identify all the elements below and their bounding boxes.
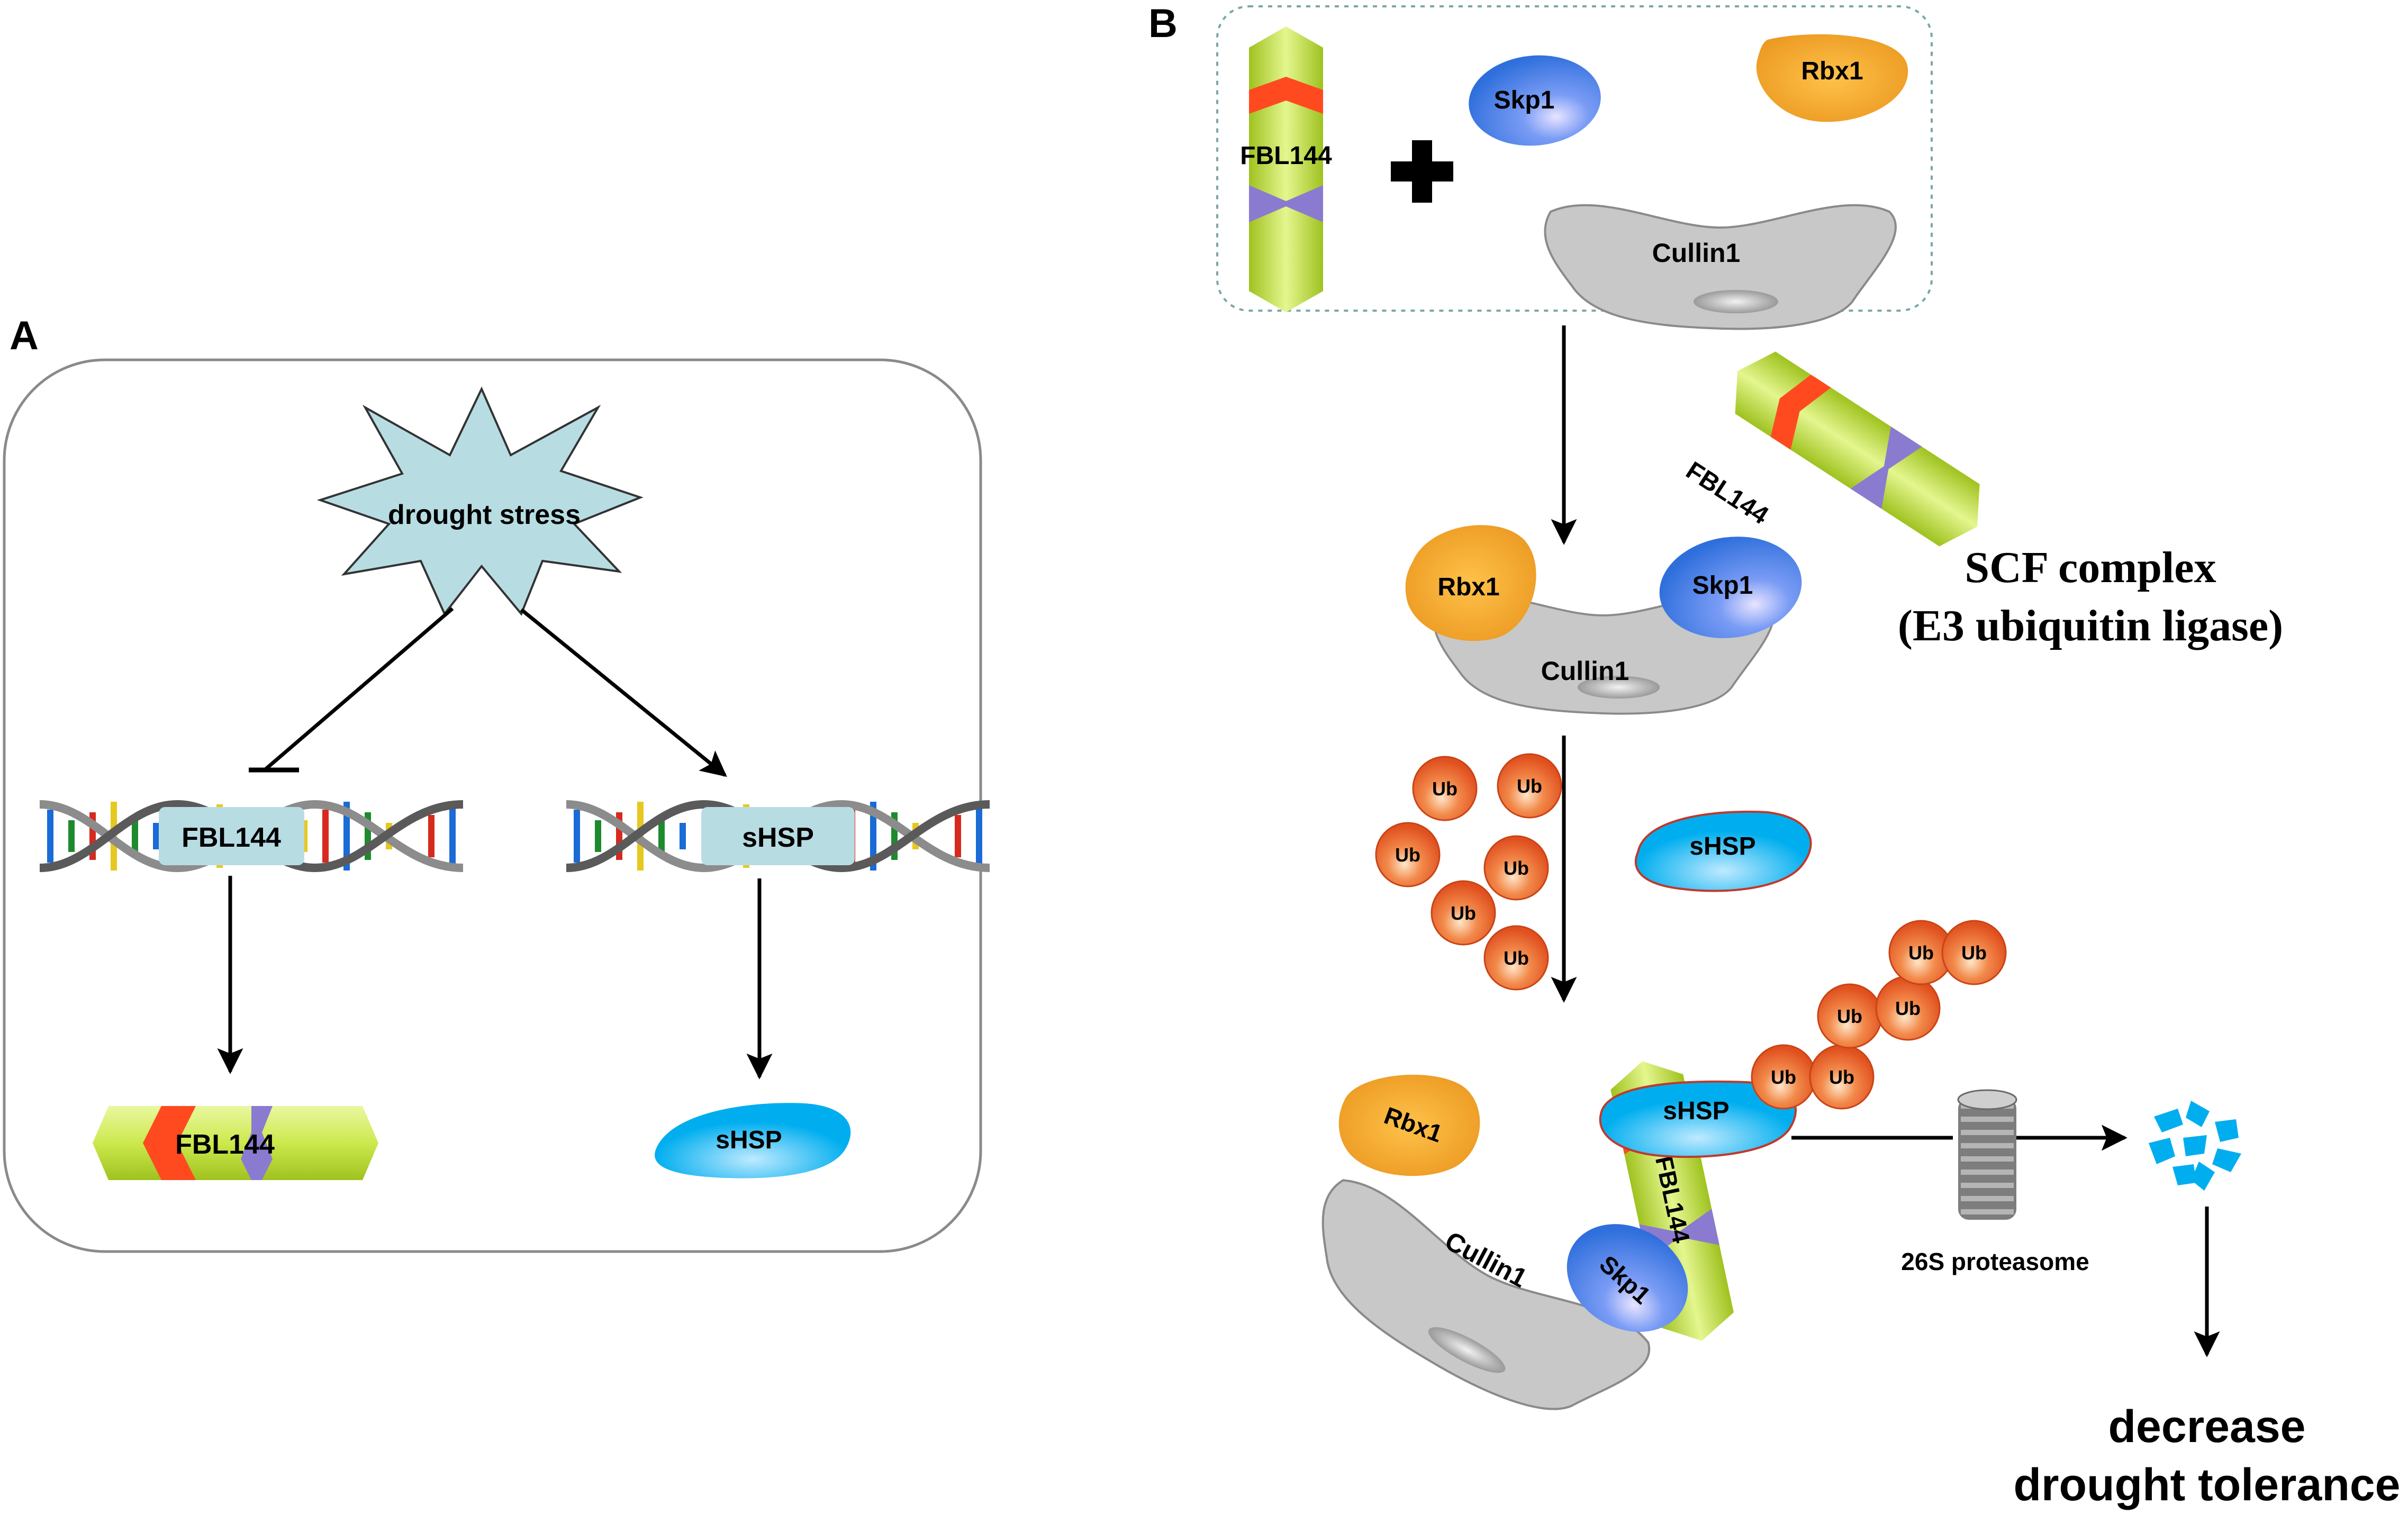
- skp1-scf: [1659, 537, 1802, 638]
- cullin1-top-label: Cullin1: [1652, 238, 1741, 268]
- shsp-bound-label: sHSP: [1663, 1097, 1729, 1125]
- proteasome-label: 26S proteasome: [1901, 1248, 2089, 1275]
- ub-free-2-label: Ub: [1517, 775, 1542, 797]
- activate-arrow: [520, 608, 727, 777]
- skp1-top: [1469, 55, 1601, 146]
- ub-free-5-label: Ub: [1451, 902, 1476, 924]
- shsp-free-b-label: sHSP: [1689, 832, 1755, 860]
- skp1-bottom: [1567, 1224, 1688, 1332]
- rbx1-top: [1756, 34, 1908, 122]
- ub-chain-1-label: Ub: [1771, 1066, 1796, 1088]
- gene-box-left: [159, 807, 304, 865]
- components-box: [1216, 5, 1933, 312]
- ub-free-4-label: Ub: [1504, 857, 1529, 879]
- rbx1-scf-label: Rbx1: [1437, 573, 1499, 601]
- ub-chain-6-label: Ub: [1961, 942, 1987, 964]
- panel-b-label: B: [1148, 1, 1178, 46]
- shsp-bound: [1599, 1080, 1797, 1158]
- ub-free-6-label: Ub: [1504, 947, 1529, 969]
- scf-title: SCF complex: [1965, 543, 2216, 592]
- ub-chain-5-label: Ub: [1908, 942, 1934, 964]
- fbl144-protein-a-label: FBL144: [175, 1129, 275, 1160]
- fbl144-scf-label: FBL144: [1681, 457, 1773, 530]
- stress-label: drought stress: [388, 500, 581, 530]
- shsp-protein-a: [655, 1103, 851, 1178]
- rbx1-scf: [1405, 525, 1536, 641]
- rbx1-top-label: Rbx1: [1801, 57, 1863, 85]
- shsp-protein-a-label: sHSP: [716, 1126, 782, 1154]
- ub-chain-3-label: Ub: [1837, 1005, 1862, 1027]
- ub-free-1-label: Ub: [1432, 778, 1458, 800]
- skp1-scf-label: Skp1: [1692, 572, 1753, 600]
- gene-label-right: sHSP: [742, 822, 814, 853]
- ub-free-3-label: Ub: [1395, 844, 1420, 866]
- scf-subtitle: (E3 ubiquitin ligase): [1898, 601, 2283, 650]
- plus-icon: [1391, 140, 1453, 203]
- gene-box-right: [701, 807, 855, 865]
- gene-label-left: FBL144: [182, 822, 281, 853]
- proteasome-icon: [1957, 1089, 2017, 1220]
- shsp-free-b: [1634, 810, 1812, 892]
- cullin1-scf-label: Cullin1: [1541, 656, 1630, 686]
- outcome-line1: decrease: [2108, 1401, 2306, 1452]
- stress-starburst: [316, 386, 644, 616]
- skp1-top-label: Skp1: [1494, 86, 1555, 114]
- ub-chain-2-label: Ub: [1829, 1066, 1854, 1088]
- rbx1-bottom: [1338, 1074, 1480, 1176]
- inhibit-line: [263, 607, 454, 772]
- panel-a-label: A: [10, 313, 39, 358]
- fbl144-top-label: FBL144: [1240, 142, 1332, 170]
- ub-chain-4-label: Ub: [1895, 998, 1921, 1019]
- outcome-line2: drought tolerance: [2013, 1459, 2400, 1510]
- degraded-fragments: [2149, 1101, 2241, 1191]
